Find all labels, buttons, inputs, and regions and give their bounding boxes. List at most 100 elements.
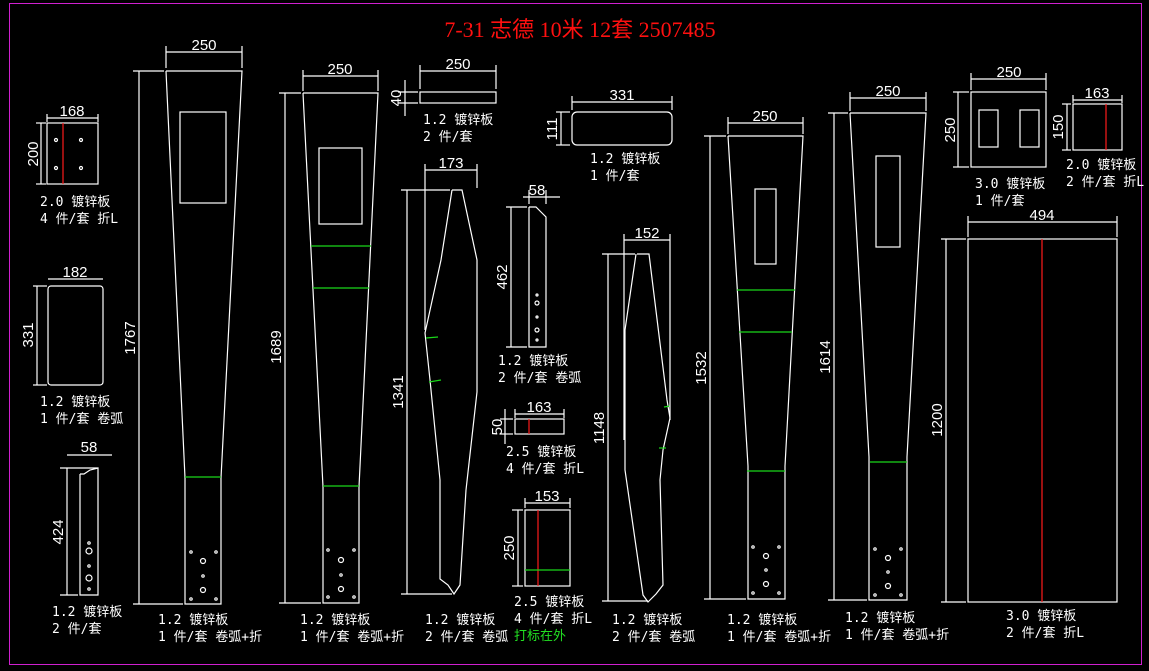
p4-window (179, 111, 227, 204)
p17-qty: 2 件/套 折L (1006, 625, 1084, 641)
p15-window-right (1019, 109, 1040, 148)
p11-width: 331 (609, 87, 634, 104)
p17-material: 3.0 镀锌板 (1006, 608, 1076, 624)
p12-qty: 2 件/套 卷弧 (612, 629, 695, 645)
p14-outline (849, 112, 927, 601)
p5-outline (302, 92, 379, 604)
p5-height: 1689 (268, 330, 285, 363)
drawing-frame (9, 3, 1142, 665)
p2-material: 1.2 镀锌板 (40, 394, 110, 410)
p5-width: 250 (327, 61, 352, 78)
part-p1: 168 200 2.0 镀锌板 4 件/套 折L (25, 103, 118, 227)
p12-width: 152 (634, 225, 659, 242)
p7-mark-2 (428, 379, 442, 383)
p16-height: 150 (1050, 114, 1067, 139)
p10-width: 153 (534, 488, 559, 505)
part-p6: 250 40 1.2 镀锌板 2 件/套 (388, 56, 497, 145)
p10-note: 打标在外 (514, 629, 566, 644)
p7-height: 1341 (390, 375, 407, 408)
p11-height: 111 (544, 118, 561, 141)
p15-material: 3.0 镀锌板 (975, 176, 1045, 192)
p15-width: 250 (996, 64, 1021, 81)
p16-width: 163 (1084, 85, 1109, 102)
p7-mark-1 (425, 336, 439, 339)
p10-height: 250 (501, 535, 518, 560)
p8-width: 58 (529, 182, 546, 199)
p7-outline (424, 189, 478, 596)
p12-height: 1148 (591, 412, 608, 444)
p1-outline (46, 122, 99, 185)
p11-outline (571, 111, 673, 146)
p8-qty: 2 件/套 卷弧 (498, 370, 581, 386)
p1-width: 168 (59, 103, 84, 120)
p8-outline (528, 206, 547, 348)
p15-height: 250 (942, 117, 959, 142)
part-p16: 163 150 2.0 镀锌板 2 件/套 折L (1050, 85, 1144, 190)
p3-outline (79, 467, 99, 596)
p16-qty: 2 件/套 折L (1066, 174, 1144, 190)
p5-window (318, 147, 363, 225)
p14-window (875, 155, 901, 248)
part-p9: 163 50 2.5 镀锌板 4 件/套 折L (489, 399, 584, 477)
p14-qty: 1 件/套 卷弧+折 (845, 627, 949, 643)
p10-qty: 4 件/套 折L (514, 611, 592, 627)
p7-qty: 2 件/套 卷弧 (425, 629, 508, 645)
p8-material: 1.2 镀锌板 (498, 353, 568, 369)
p8-height: 462 (494, 264, 511, 289)
p13-height: 1532 (693, 351, 710, 384)
p2-height: 331 (20, 322, 37, 347)
p4-qty: 1 件/套 卷弧+折 (158, 629, 262, 645)
part-p2: 182 331 1.2 镀锌板 1 件/套 卷弧 (20, 264, 123, 427)
p3-material: 1.2 镀锌板 (52, 604, 122, 620)
part-p12: 152 1148 1.2 镀锌板 2 件/套 卷弧 (591, 225, 695, 645)
part-p7: 173 1341 1.2 镀锌板 2 件/套 卷弧 (390, 155, 508, 645)
p16-material: 2.0 镀锌板 (1066, 157, 1136, 173)
p2-qty: 1 件/套 卷弧 (40, 411, 123, 427)
p12-outline (624, 253, 671, 603)
p3-height: 424 (50, 519, 67, 544)
p16-outline (1072, 103, 1123, 151)
p6-material: 1.2 镀锌板 (423, 112, 493, 128)
p4-material: 1.2 镀锌板 (158, 612, 228, 628)
part-p13: 250 1532 1.2 镀锌板 1 件/套 卷弧+折 (693, 108, 831, 645)
p6-outline (419, 91, 497, 104)
part-p3: 58 424 1.2 镀锌板 2 件/套 (50, 439, 122, 637)
p5-material: 1.2 镀锌板 (300, 612, 370, 628)
part-p11: 331 111 1.2 镀锌板 1 件/套 (544, 87, 673, 184)
p9-qty: 4 件/套 折L (506, 461, 584, 477)
p15-qty: 1 件/套 (975, 193, 1024, 209)
p15-outline (970, 91, 1047, 168)
p13-qty: 1 件/套 卷弧+折 (727, 629, 831, 645)
p4-outline (165, 70, 243, 605)
p15-window-left (978, 109, 999, 148)
p11-material: 1.2 镀锌板 (590, 151, 660, 167)
p13-material: 1.2 镀锌板 (727, 612, 797, 628)
part-p15: 250 250 3.0 镀锌板 1 件/套 (942, 64, 1047, 209)
part-p5: 250 1689 1.2 镀锌板 1 件/套 卷弧+折 (268, 61, 404, 645)
p14-material: 1.2 镀锌板 (845, 610, 915, 626)
p12-material: 1.2 镀锌板 (612, 612, 682, 628)
p7-material: 1.2 镀锌板 (425, 612, 495, 628)
p1-height: 200 (25, 141, 42, 166)
p4-height: 1767 (122, 321, 139, 354)
p6-height: 40 (388, 90, 405, 107)
p3-qty: 2 件/套 (52, 621, 101, 637)
p14-width: 250 (875, 83, 900, 100)
part-p14: 250 1614 1.2 镀锌板 1 件/套 卷弧+折 (817, 83, 949, 643)
p12-mark-1 (663, 405, 671, 408)
p3-width: 58 (81, 439, 98, 456)
p10-material: 2.5 镀锌板 (514, 594, 584, 610)
part-p8: 58 462 1.2 镀锌板 2 件/套 卷弧 (494, 182, 581, 386)
p1-material: 2.0 镀锌板 (40, 194, 110, 210)
p9-width: 163 (526, 399, 551, 416)
p4-width: 250 (191, 37, 216, 54)
p9-height: 50 (489, 419, 506, 436)
part-p4: 250 1767 1.2 镀锌板 1 件/套 卷弧+折 (122, 37, 262, 645)
p17-height: 1200 (929, 403, 946, 436)
p13-width: 250 (752, 108, 777, 125)
p7-width: 173 (438, 155, 463, 172)
p6-qty: 2 件/套 (423, 129, 472, 145)
p5-qty: 1 件/套 卷弧+折 (300, 629, 404, 645)
part-p10: 153 250 2.5 镀锌板 4 件/套 折L 打标在外 (501, 488, 592, 644)
